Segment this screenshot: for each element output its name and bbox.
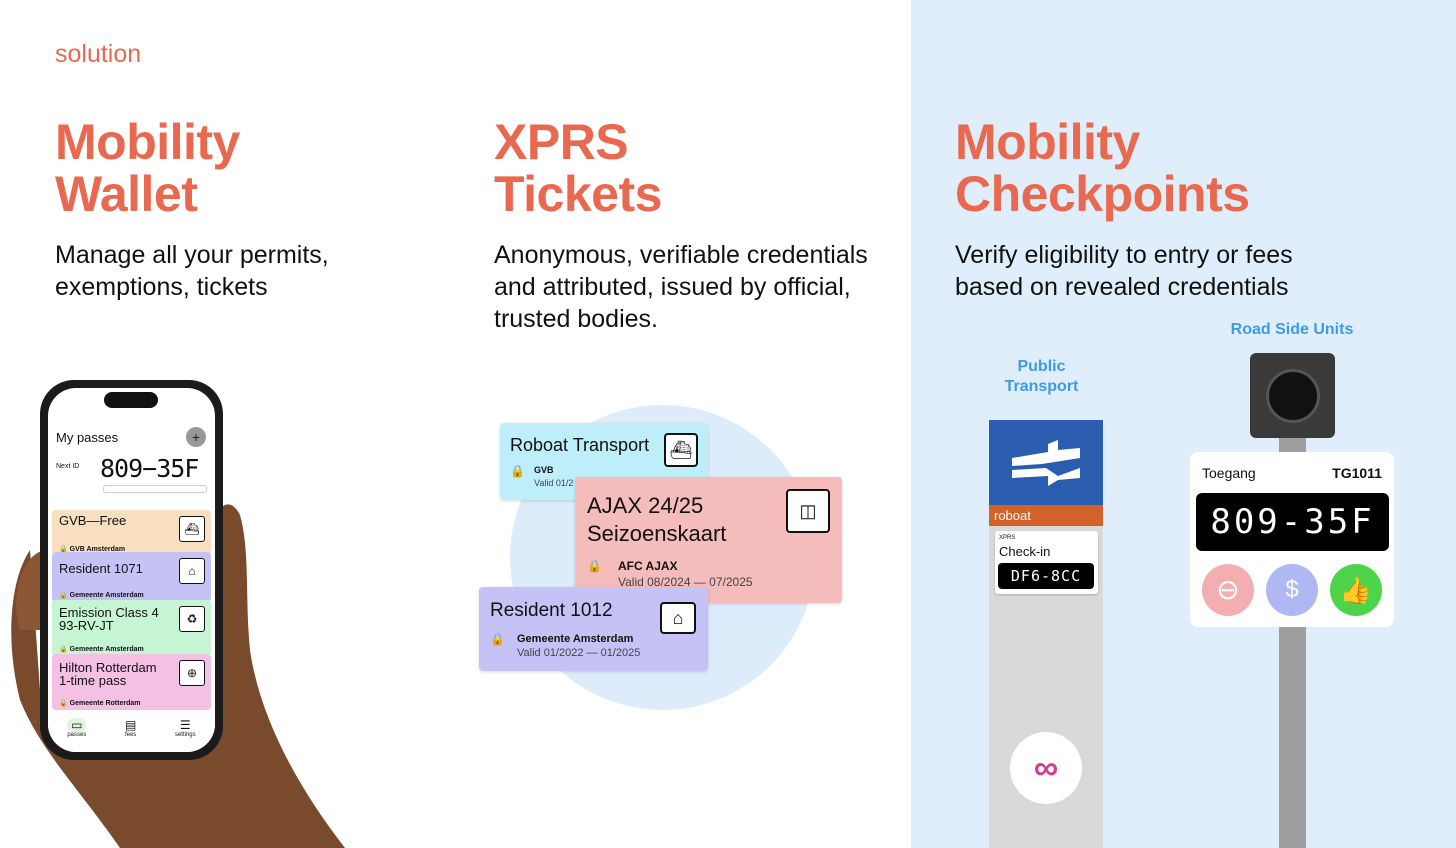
nav-label: fees (124, 732, 137, 738)
nav-settings[interactable]: ☰settings (175, 718, 196, 752)
title-line: Tickets (494, 166, 662, 222)
boat-car-icon: ⛴ (664, 433, 698, 467)
house-icon: ⌂ (660, 602, 696, 634)
checkin-screen: XPRS Check-in DF6-8CC (995, 531, 1098, 594)
pass-title: Hilton Rotterdam 1-time pass (59, 660, 157, 688)
road-side-units-label: Road Side Units (1230, 321, 1354, 338)
camera (1250, 353, 1335, 438)
ticket-title: Roboat Transport (510, 435, 650, 455)
ticket-title: Resident 1012 (490, 600, 613, 621)
plus-icon[interactable]: + (186, 427, 206, 447)
plate-display: 809-35F (1196, 493, 1389, 551)
xprs-link-icon: ∞ (1010, 732, 1082, 804)
pass-card[interactable]: Resident 1071 ⌂ 🔒 Gemeente Amsterdam (52, 552, 211, 602)
issuer-text: Gemeente Amsterdam (69, 646, 144, 653)
ticket-issuer: AFC AJAX (618, 559, 678, 573)
checkin-code: DF6-8CC (998, 563, 1094, 589)
xprs-label: XPRS (999, 535, 1016, 541)
tickets-body: Anonymous, verifiable credentials and att… (494, 239, 868, 335)
checkpoints-body: Verify eligibility to entry or fees based… (955, 239, 1293, 303)
roboat-logo-mark (1012, 439, 1080, 486)
body-line: Verify eligibility to entry or fees (955, 241, 1293, 269)
title-line: Checkpoints (955, 166, 1250, 222)
checkin-label: Check-in (999, 544, 1051, 559)
pass-title: GVB—Free (59, 513, 127, 528)
label-line: Transport (1004, 378, 1079, 395)
title-line: Wallet (55, 166, 198, 222)
lock-icon: 🔒 (510, 464, 525, 478)
pass-title: Emission Class 4 93-RV-JT (59, 605, 159, 633)
title-line: AJAX 24/25 (587, 493, 704, 518)
next-id-value: 809−35F (100, 454, 199, 483)
body-line: based on revealed credentials (955, 273, 1289, 301)
body-line: Anonymous, verifiable credentials (494, 241, 868, 269)
id-hash-field (103, 485, 207, 493)
boat-ticket-icon: ⛴ (179, 516, 205, 542)
my-passes-header: My passes (56, 430, 119, 445)
dynamic-island (104, 392, 158, 408)
pass-issuer: 🔒 Gemeente Rotterdam (59, 700, 141, 707)
receipt-icon: ▤ (124, 718, 137, 732)
lock-icon: 🔒 (587, 559, 602, 573)
next-id-label: Next ID (56, 463, 80, 470)
pass-card[interactable]: GVB—Free ⛴ 🔒 GVB Amsterdam (52, 510, 211, 556)
nav-label: settings (174, 732, 196, 738)
body-line: Manage all your permits, (55, 241, 329, 269)
rsu-panel: Toegang TG1011 809-35F ⊖ $ 👍 (1190, 452, 1394, 627)
fee-coins-icon[interactable]: $ (1266, 564, 1318, 616)
body-line: exemptions, tickets (55, 273, 268, 301)
pass-card[interactable]: Hilton Rotterdam 1-time pass ⊕ 🔒 Gemeente … (52, 654, 211, 710)
ticket-validity: Valid 01/2 (534, 478, 574, 488)
stadium-icon: ◫ (786, 489, 830, 533)
camera-lens-icon (1265, 368, 1320, 423)
pass-card[interactable]: Emission Class 4 93-RV-JT ♻ 🔒 Gemeente Ams… (52, 600, 211, 656)
pass-issuer: 🔒 Gemeente Amsterdam (59, 592, 144, 599)
title-line: Mobility (55, 114, 240, 170)
bottom-nav: ▭passes ▤fees ☰settings (48, 710, 215, 752)
ticket-issuer: GVB (534, 465, 554, 475)
house-icon: ⌂ (179, 558, 205, 584)
body-line: and attributed, issued by official, (494, 273, 851, 301)
issuer-text: Gemeente Amsterdam (69, 592, 144, 599)
phone-screen: My passes + Next ID 809−35F GVB—Free ⛴ 🔒 G… (48, 388, 215, 752)
pass-issuer: 🔒 GVB Amsterdam (59, 546, 126, 553)
deny-icon[interactable]: ⊖ (1202, 564, 1254, 616)
title-line: Seizoenskaart (587, 521, 727, 546)
panel-title: Toegang (1202, 465, 1256, 481)
section-kicker: solution (55, 40, 142, 68)
ticket-validity: Valid 01/2022 — 01/2025 (517, 647, 641, 659)
hand-illustration (11, 504, 346, 848)
nav-label: passes (67, 732, 87, 738)
emission-icon: ♻ (179, 606, 205, 632)
pass-title: Resident 1071 (59, 561, 143, 576)
wallet-body: Manage all your permits, exemptions, tick… (55, 239, 329, 303)
issuer-text: GVB Amsterdam (69, 546, 126, 553)
issuer-text: Gemeente Rotterdam (69, 700, 141, 707)
card-icon: ▭ (67, 718, 87, 732)
label-line: Public (1017, 358, 1066, 375)
phone-mockup: My passes + Next ID 809−35F GVB—Free ⛴ 🔒 G… (40, 380, 223, 760)
ticket-validity: Valid 08/2024 — 07/2025 (618, 575, 753, 589)
pass-issuer: 🔒 Gemeente Amsterdam (59, 646, 144, 653)
ticket-card-resident[interactable]: Resident 1012 ⌂ 🔒 Gemeente Amsterdam Val… (479, 587, 708, 671)
title-line: Mobility (955, 114, 1140, 170)
title-line: XPRS (494, 114, 629, 170)
roboat-logo (989, 420, 1103, 505)
body-line: trusted bodies. (494, 305, 658, 333)
settings-icon: ☰ (179, 718, 191, 732)
panel-id: TG1011 (1332, 465, 1382, 481)
ticket-issuer: Gemeente Amsterdam (517, 633, 634, 645)
brand-band: roboat (989, 505, 1103, 526)
lock-icon: 🔒 (490, 632, 505, 646)
nav-passes[interactable]: ▭passes (67, 718, 87, 752)
nav-fees[interactable]: ▤fees (125, 718, 136, 752)
thumbs-up-icon[interactable]: 👍 (1330, 564, 1382, 616)
ticket-plus-icon: ⊕ (179, 660, 205, 686)
